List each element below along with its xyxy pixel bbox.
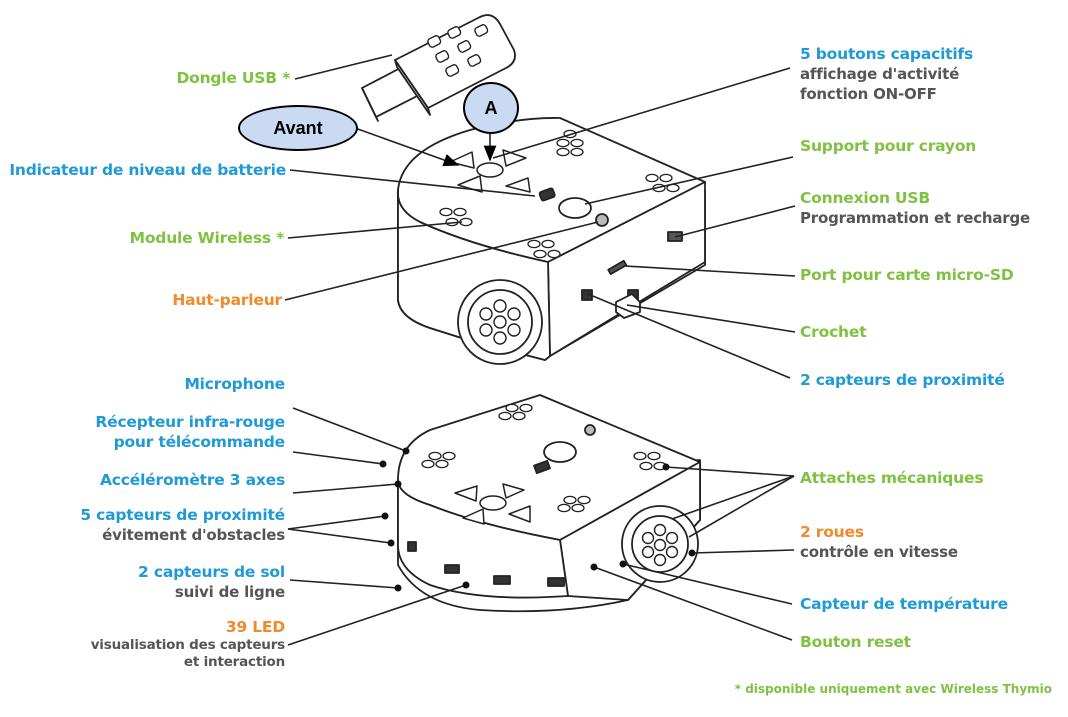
label-leds-line1: 39 LED xyxy=(225,618,285,636)
label-ir-receiver-line2: pour télécommande xyxy=(113,433,286,451)
label-leds-line2: visualisation des capteurs xyxy=(90,637,285,653)
label-wheels-line2: contrôle en vitesse xyxy=(800,543,958,561)
label-reset-button: Bouton reset xyxy=(800,633,911,651)
label-usb-connection: Connexion USB Programmation et recharge xyxy=(800,188,1030,228)
attachment-dots-top xyxy=(439,129,680,259)
label-hook: Crochet xyxy=(800,323,867,341)
wheel-holes-top xyxy=(479,299,521,345)
label-ir-receiver-line1: Récepteur infra-rouge xyxy=(95,413,285,431)
leader-dots xyxy=(379,447,696,592)
label-micro-sd: Port pour carte micro-SD xyxy=(800,266,1014,284)
label-speaker: Haut-parleur xyxy=(172,291,282,309)
label-wheels-line1: 2 roues xyxy=(800,523,864,541)
label-proximity-5: 5 capteurs de proximité évitement d'obst… xyxy=(80,505,285,545)
a-callout-text: A xyxy=(484,97,498,118)
label-leds-line3: et interaction xyxy=(183,654,285,670)
label-ground-sensors-line2: suivi de ligne xyxy=(174,583,285,601)
front-proximity-sensors xyxy=(407,541,565,587)
label-dongle-usb: Dongle USB * xyxy=(176,69,290,87)
label-usb-connection-line1: Connexion USB xyxy=(800,189,930,207)
label-mechanical-attachments: Attaches mécaniques xyxy=(800,469,984,487)
footnote: * disponible uniquement avec Wireless Th… xyxy=(734,682,1052,696)
label-capacitive-buttons-line1: 5 boutons capacitifs xyxy=(800,45,974,63)
robot-top-view xyxy=(397,117,706,365)
attachment-dots-bottom xyxy=(421,403,667,513)
label-ir-receiver: Récepteur infra-rouge pour télécommande xyxy=(95,412,285,452)
capacitive-buttons-top xyxy=(449,149,531,193)
label-proximity-2: 2 capteurs de proximité xyxy=(800,371,1005,389)
label-accelerometer: Accéléromètre 3 axes xyxy=(99,471,285,489)
label-ground-sensors: 2 capteurs de sol suivi de ligne xyxy=(138,562,285,602)
label-usb-connection-line2: Programmation et recharge xyxy=(800,209,1030,227)
a-callout: A xyxy=(463,82,519,134)
label-wireless-module: Module Wireless * xyxy=(129,229,285,247)
avant-callout: Avant xyxy=(238,105,358,151)
label-proximity-5-line1: 5 capteurs de proximité xyxy=(80,506,285,524)
label-proximity-5-line2: évitement d'obstacles xyxy=(102,526,285,544)
label-pen-support: Support pour crayon xyxy=(800,137,977,155)
label-microphone: Microphone xyxy=(184,375,285,393)
robot-bottom-view xyxy=(397,394,701,613)
label-ground-sensors-line1: 2 capteurs de sol xyxy=(138,563,285,581)
usb-dongle-illustration xyxy=(361,14,516,122)
label-temperature-sensor: Capteur de température xyxy=(800,595,1008,613)
capacitive-buttons-bottom xyxy=(454,483,531,525)
avant-callout-text: Avant xyxy=(273,117,323,138)
label-capacitive-buttons-line2: affichage d'activité xyxy=(800,65,960,83)
label-capacitive-buttons-line3: fonction ON-OFF xyxy=(800,85,937,103)
dongle-buttons xyxy=(427,24,489,77)
label-capacitive-buttons: 5 boutons capacitifs affichage d'activit… xyxy=(800,44,973,104)
label-wheels: 2 roues contrôle en vitesse xyxy=(800,522,958,562)
label-leds: 39 LED visualisation des capteurs et int… xyxy=(91,617,285,671)
wheel-holes-bottom xyxy=(641,523,679,567)
label-battery-indicator: Indicateur de niveau de batterie xyxy=(9,161,286,179)
